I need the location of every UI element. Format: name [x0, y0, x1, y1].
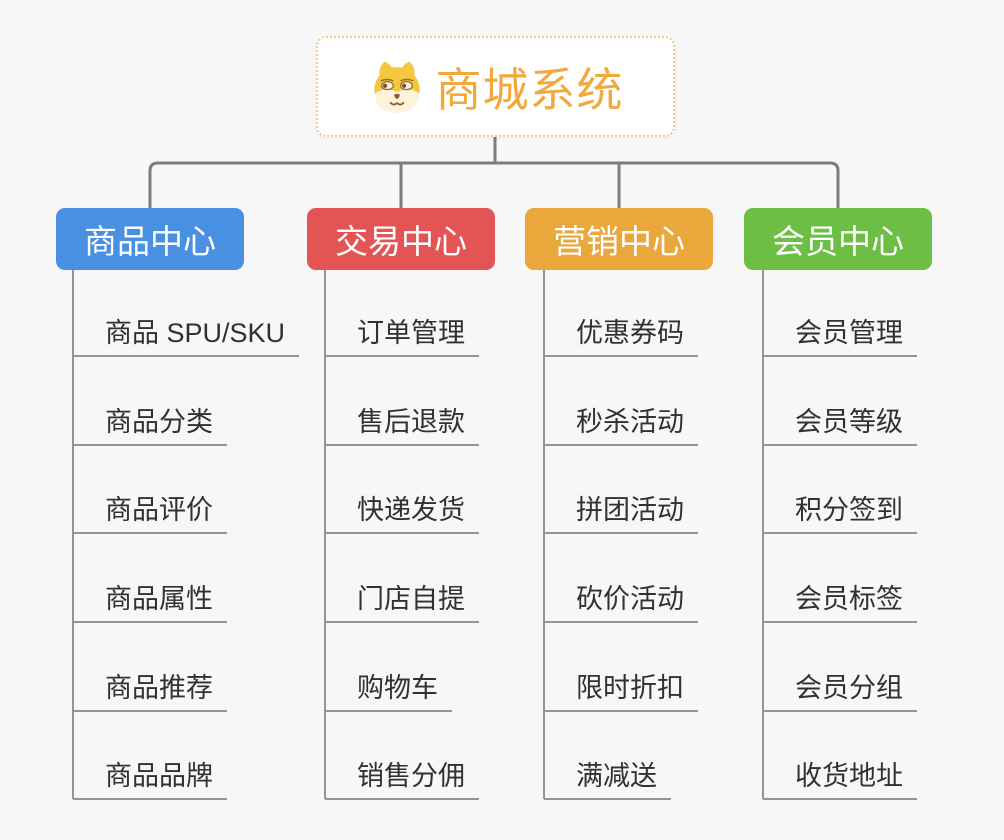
leaf-node[interactable]: 销售分佣 [325, 759, 479, 800]
leaf-node[interactable]: 积分签到 [763, 493, 917, 534]
leaf-node[interactable]: 商品评价 [73, 493, 227, 534]
leaf-node[interactable]: 购物车 [325, 671, 452, 712]
branch-node-trade-center[interactable]: 交易中心 [307, 208, 495, 270]
leaf-node[interactable]: 商品推荐 [73, 671, 227, 712]
root-node[interactable]: 商城系统 [316, 36, 675, 137]
leaf-node[interactable]: 满减送 [544, 759, 671, 800]
leaf-node[interactable]: 商品品牌 [73, 759, 227, 800]
branch-node-member-center[interactable]: 会员中心 [744, 208, 932, 270]
leaf-node[interactable]: 商品分类 [73, 405, 227, 446]
leaf-node[interactable]: 售后退款 [325, 405, 479, 446]
leaf-node[interactable]: 会员等级 [763, 405, 917, 446]
branch-label: 会员中心 [772, 223, 904, 260]
shiba-dog-icon [373, 61, 420, 112]
leaf-node[interactable]: 商品 SPU/SKU [73, 316, 300, 357]
branch-label: 交易中心 [335, 223, 467, 260]
leaf-node[interactable]: 商品属性 [73, 582, 227, 623]
leaf-node[interactable]: 收货地址 [763, 759, 917, 800]
branch-node-product-center[interactable]: 商品中心 [56, 208, 244, 270]
leaf-node[interactable]: 门店自提 [325, 582, 479, 623]
branch-node-marketing-center[interactable]: 营销中心 [525, 208, 713, 270]
leaf-node[interactable]: 会员管理 [763, 316, 917, 357]
branch-label: 商品中心 [84, 223, 216, 260]
branch-label: 营销中心 [553, 223, 685, 260]
leaf-node[interactable]: 拼团活动 [544, 493, 698, 534]
leaf-node[interactable]: 快递发货 [325, 493, 479, 534]
leaf-node[interactable]: 会员分组 [763, 671, 917, 712]
root-title: 商城系统 [435, 63, 624, 116]
leaf-node[interactable]: 会员标签 [763, 582, 917, 623]
branch-rail-line [148, 161, 840, 208]
leaf-node[interactable]: 限时折扣 [544, 671, 698, 712]
leaf-node[interactable]: 优惠券码 [544, 316, 698, 357]
leaf-node[interactable]: 订单管理 [325, 316, 479, 357]
leaf-node[interactable]: 秒杀活动 [544, 405, 698, 446]
leaf-node[interactable]: 砍价活动 [544, 582, 698, 623]
